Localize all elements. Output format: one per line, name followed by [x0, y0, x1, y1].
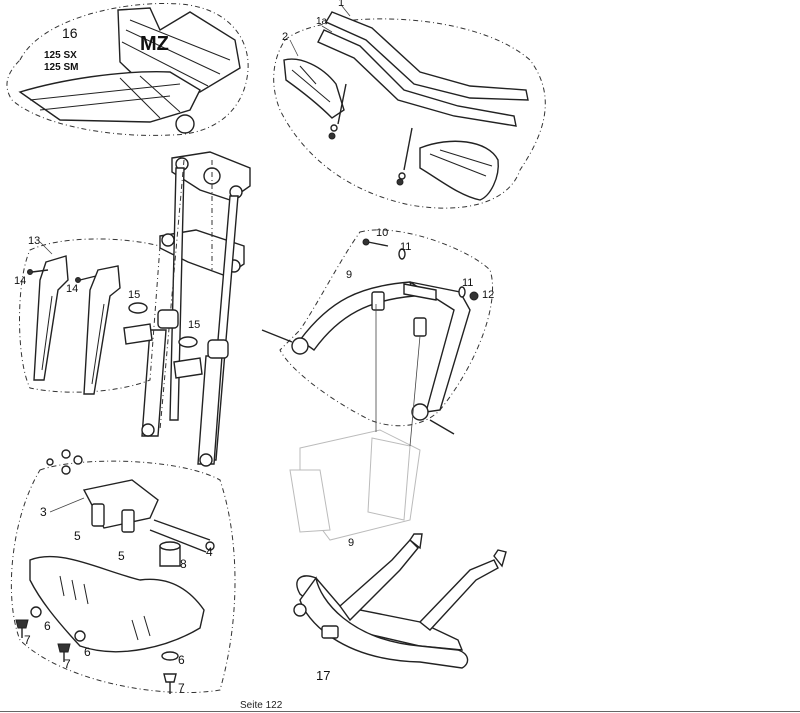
engine-guard-group-17: 17 [293, 533, 507, 683]
decal-group-16: MZ 125 SX 125 SM 16 [6, 3, 249, 136]
callout-7-left: 7 [24, 633, 31, 647]
skid-plate-group-3: 3 5 5 4 8 6 6 6 7 7 7 [10, 449, 236, 695]
callout-15-upper: 15 [128, 289, 140, 301]
handlebar-group: 1 1a 2 [273, 0, 546, 209]
guard-group-9: 10 11 11 12 9 9 [261, 227, 494, 549]
callout-13: 13 [28, 235, 40, 247]
fork-assembly [141, 151, 251, 467]
callout-2: 2 [282, 31, 288, 43]
callout-6-right: 6 [178, 653, 185, 667]
callout-7-mid: 7 [64, 657, 71, 671]
callout-5-upper: 5 [74, 529, 81, 543]
callout-15-lower: 15 [188, 319, 200, 331]
page-footer: Seite 122 [240, 700, 283, 711]
footer-divider [0, 711, 800, 712]
callout-1: 1 [338, 0, 344, 9]
callout-14-right: 14 [66, 283, 78, 295]
callout-17: 17 [316, 668, 330, 683]
callout-7-right: 7 [178, 681, 185, 695]
callout-12: 12 [482, 289, 494, 301]
callout-3: 3 [40, 505, 47, 519]
callout-4: 4 [206, 545, 213, 559]
callout-9-lower: 9 [348, 537, 354, 549]
callout-11-right: 11 [462, 277, 473, 289]
callout-5-lower: 5 [118, 549, 125, 563]
callout-9-upper: 9 [346, 269, 352, 281]
callout-10: 10 [376, 227, 388, 239]
callout-8: 8 [180, 557, 187, 571]
decal-logo: MZ [140, 33, 169, 55]
callout-6-left: 6 [44, 619, 51, 633]
callout-6-mid: 6 [84, 645, 91, 659]
callout-1a: 1a [316, 16, 328, 27]
callout-16: 16 [62, 25, 78, 41]
callout-11-upper: 11 [400, 241, 411, 253]
callout-14-left: 14 [14, 275, 26, 287]
decal-text-sx: 125 SX [44, 50, 77, 61]
decal-text-sm: 125 SM [44, 62, 78, 73]
fork-guard-group-13: 13 14 14 15 15 [14, 235, 203, 395]
